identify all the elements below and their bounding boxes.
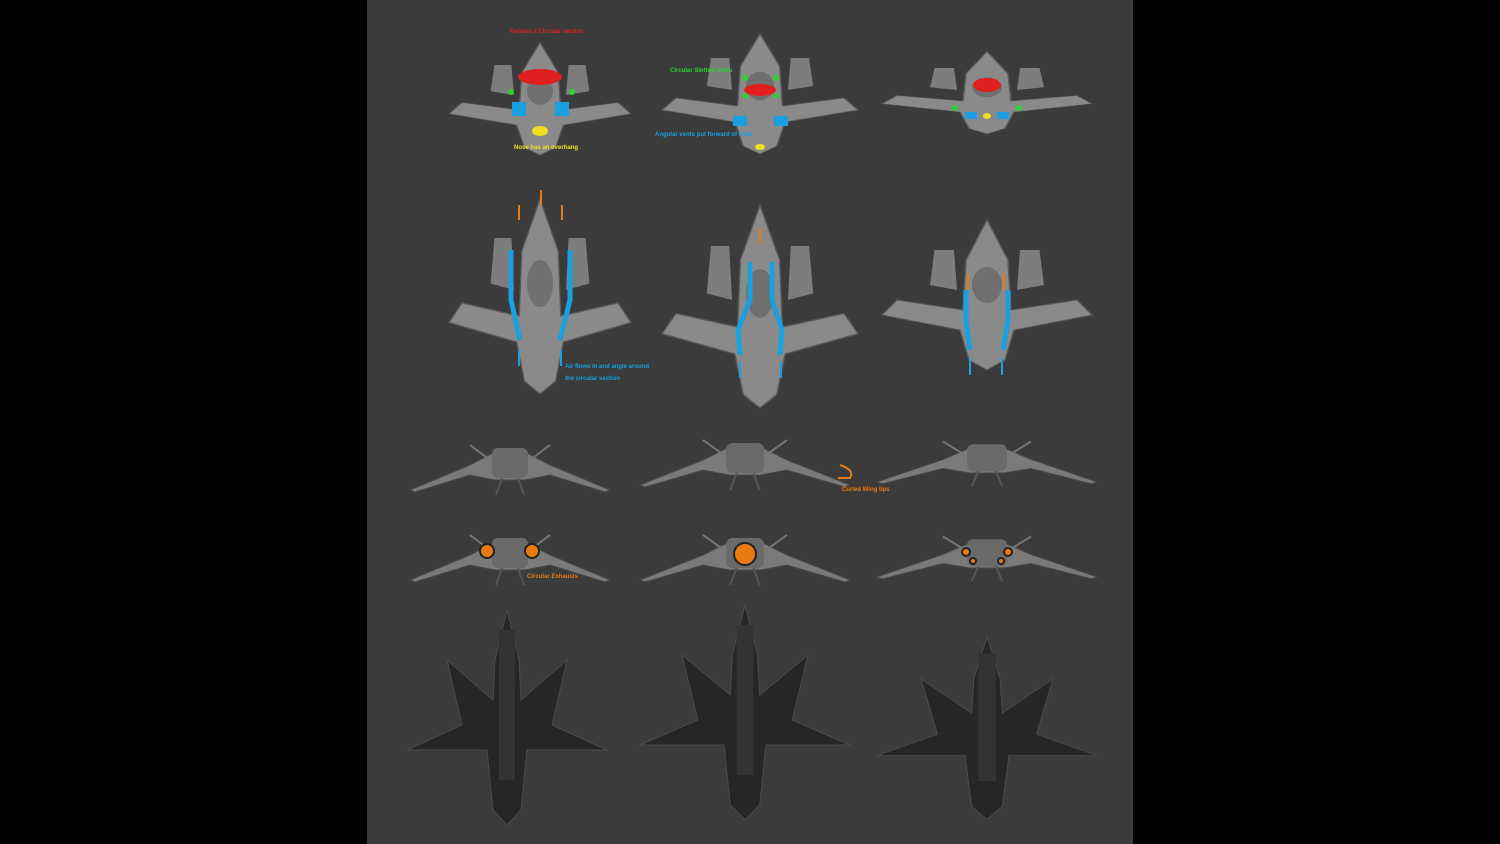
blue-airflow-channels	[508, 250, 1011, 356]
ship-perspective-3	[881, 50, 1093, 135]
annotation-slotted-vents: Circular Slotted Vents	[670, 68, 733, 74]
green-vent-markers	[508, 75, 1022, 111]
ship-rear-3	[875, 535, 1099, 583]
red-circular-marker	[744, 84, 776, 96]
ship-underside-1	[406, 609, 608, 826]
ship-top-3	[881, 219, 1093, 371]
ship-underside-3	[876, 635, 1098, 820]
yellow-nose-markers	[532, 113, 991, 150]
ship-perspective-1	[448, 41, 632, 156]
red-circular-marker	[973, 78, 1001, 92]
annotation-air-flows-line2: the circular section	[565, 376, 621, 382]
annotation-angular-vents: Angular vents put forward of beds	[655, 132, 753, 138]
red-circular-marker	[518, 69, 562, 85]
annotation-retains-circular: Retains a Circular section	[510, 29, 584, 35]
annotation-nose-overhang: Nose has an overhang	[514, 145, 579, 151]
ship-rear-1	[409, 534, 611, 586]
curled-wing-tip-marker	[838, 464, 853, 479]
annotation-curled-tips: Curled Wing tips	[842, 487, 890, 493]
ship-underside-2	[639, 604, 851, 821]
annotation-air-flows-line1: Air flows in and angle around	[565, 364, 650, 370]
airflow-arrows	[518, 190, 1005, 378]
ship-front-3	[875, 440, 1099, 488]
orange-exhaust-markers	[479, 542, 1013, 566]
annotation-circular-exhausts: Circular Exhausts	[527, 574, 579, 580]
blue-vent-markers	[512, 102, 1009, 126]
ship-front-1	[409, 444, 611, 496]
ship-front-2	[638, 438, 852, 492]
